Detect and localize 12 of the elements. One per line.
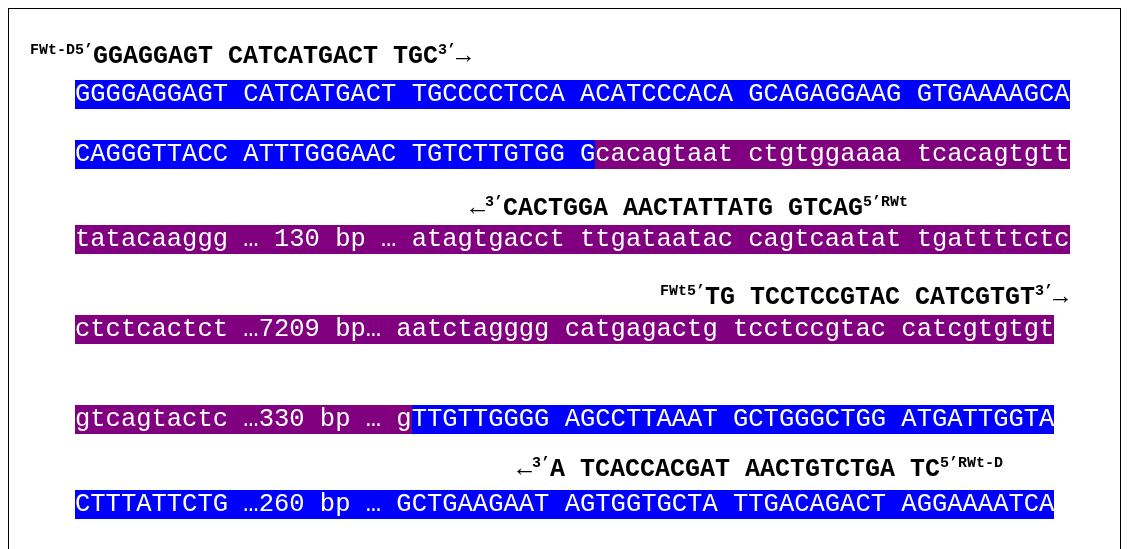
intron-sequence-band: gtcagtactc …330 bp … g — [75, 405, 412, 434]
primer-sequence: ←$^{3’}$CACTGGA AACTATTATG GTCAG$^{5’RWt}$ — [470, 194, 909, 225]
exon-sequence-band: CTTTATTCTG …260 bp … GCTGAAGAAT AGTGGTGCTA TTGACAGACT AGGAAAATCA — [75, 490, 1055, 519]
intron-sequence-band: ctctcactct …7209 bp… aatctagggg catgagactg tcctccgtac catcgtgtgt — [75, 315, 1055, 344]
exon-sequence-band: CAGGGTTACC ATTTGGGAAC TGTCTTGTGG G — [75, 140, 596, 169]
intron-sequence-band: tatacaaggg … 130 bp … atagtgacct ttgataatac cagtcaatat tgattttctc — [75, 225, 1070, 254]
primer-sequence: $^{FWt-D5’}$GGAGGAGT CATCATGACT TGC$^{3’}$→ — [30, 42, 472, 73]
primer-sequence: $^{FWt5’}$TG TCCTCCGTAC CATCGTGT$^{3’}$→ — [660, 283, 1069, 314]
primer-sequence: ←$^{3’}$A TCACCACGAT AACTGTCTGA TC$^{5’RWt-D}$ — [517, 455, 1004, 486]
intron-sequence-band: cacagtaat ctgtggaaaa tcacagtgtt — [595, 140, 1070, 169]
exon-sequence-band: TTGTTGGGG AGCCTTAAAT GCTGGGCTGG ATGATTGGTA — [411, 405, 1055, 434]
exon-sequence-band: GGGGAGGAGT CATCATGACT TGCCCCTCCA ACATCCCACA GCAGAGGAAG GTGAAAAGCA — [75, 80, 1070, 109]
